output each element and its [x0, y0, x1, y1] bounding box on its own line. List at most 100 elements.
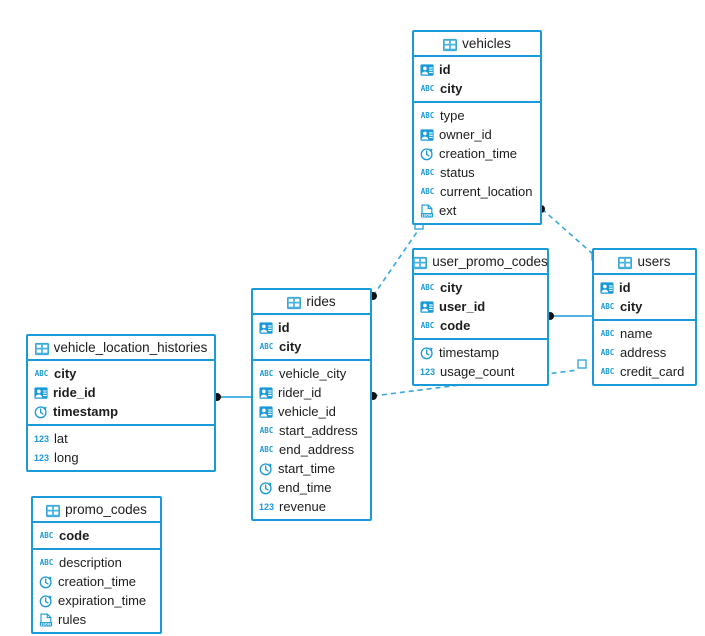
id-badge-icon — [420, 63, 434, 77]
table-header[interactable]: vehicles — [414, 32, 540, 57]
column-name: city — [54, 366, 77, 381]
abc-string-icon: ABC — [259, 341, 274, 351]
column-name: owner_id — [439, 127, 492, 142]
column-name: code — [59, 528, 90, 543]
id-badge-icon — [420, 128, 434, 142]
column-name: timestamp — [439, 345, 499, 360]
column-name: rules — [58, 612, 87, 627]
123-number-icon: 123 — [34, 452, 50, 463]
primary-key-row[interactable]: ABC city — [253, 337, 370, 356]
abc-string-icon: ABC — [39, 530, 54, 540]
column-name: vehicle_id — [278, 404, 336, 419]
column-name: city — [440, 81, 463, 96]
column-row[interactable]: creation_time — [414, 144, 540, 163]
clock-icon — [420, 346, 434, 360]
column-row[interactable]: creation_time — [33, 572, 160, 591]
column-name: start_address — [279, 423, 358, 438]
column-name: vehicle_city — [279, 366, 347, 381]
table-header[interactable]: vehicle_location_histories — [28, 336, 214, 361]
column-row[interactable]: start_time — [253, 459, 370, 478]
column-row[interactable]: timestamp — [414, 343, 547, 362]
table-icon — [46, 504, 61, 517]
abc-string-icon: ABC — [34, 368, 49, 378]
table-name: users — [637, 254, 671, 269]
primary-key-row[interactable]: id — [253, 318, 370, 337]
column-name: name — [620, 326, 653, 341]
column-row[interactable]: ABC credit_card — [594, 362, 695, 381]
table-header[interactable]: user_promo_codes — [413, 250, 548, 275]
primary-key-row[interactable]: user_id — [414, 297, 547, 316]
table-header[interactable]: promo_codes — [33, 498, 160, 523]
column-name: credit_card — [620, 364, 685, 379]
table-header[interactable]: rides — [253, 290, 370, 315]
table-name: vehicles — [462, 36, 511, 51]
column-name: timestamp — [53, 404, 119, 419]
table-header[interactable]: users — [594, 250, 695, 275]
primary-key-section: ABC city ride_id timestamp — [28, 361, 214, 426]
column-row[interactable]: expiration_time — [33, 591, 160, 610]
id-badge-icon — [259, 405, 273, 419]
primary-key-row[interactable]: id — [594, 278, 695, 297]
column-row[interactable]: vehicle_id — [253, 402, 370, 421]
abc-string-icon: ABC — [600, 301, 615, 311]
123-number-icon: 123 — [259, 501, 275, 512]
column-row[interactable]: rider_id — [253, 383, 370, 402]
primary-key-row[interactable]: ABC city — [28, 364, 214, 383]
column-name: lat — [54, 431, 68, 446]
column-name: city — [279, 339, 302, 354]
primary-key-row[interactable]: ride_id — [28, 383, 214, 402]
id-badge-icon — [259, 321, 273, 335]
column-name: current_location — [440, 184, 533, 199]
table-name: promo_codes — [65, 502, 147, 517]
abc-string-icon: ABC — [420, 110, 435, 120]
abc-string-icon: ABC — [600, 366, 615, 376]
table-icon — [618, 256, 633, 269]
column-row[interactable]: end_time — [253, 478, 370, 497]
clock-icon — [39, 594, 53, 608]
primary-key-row[interactable]: ABC code — [33, 526, 160, 545]
abc-string-icon: ABC — [600, 347, 615, 357]
relationship-vlh-rides[interactable] — [213, 393, 252, 401]
column-row[interactable]: owner_id — [414, 125, 540, 144]
table-icon — [287, 296, 302, 309]
primary-key-row[interactable]: id — [414, 60, 540, 79]
table-name: vehicle_location_histories — [53, 340, 208, 355]
primary-key-row[interactable]: timestamp — [28, 402, 214, 421]
relationship-userpromocodes-users[interactable] — [546, 312, 593, 320]
column-name: id — [278, 320, 290, 335]
column-name: start_time — [278, 461, 336, 476]
table-icon — [413, 256, 428, 269]
abc-string-icon: ABC — [259, 444, 274, 454]
